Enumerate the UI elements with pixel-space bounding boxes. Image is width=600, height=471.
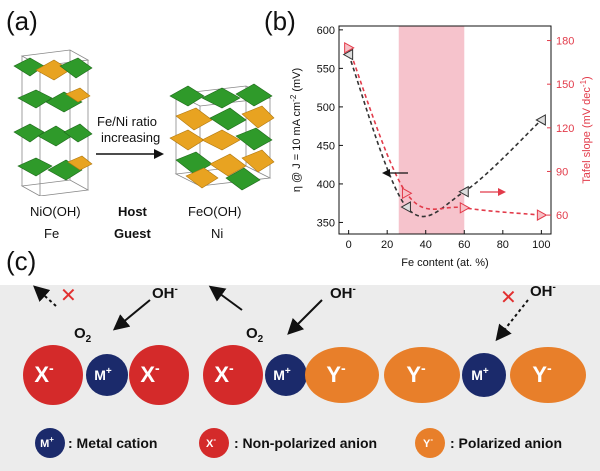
panel-a-label: (a) bbox=[6, 6, 38, 36]
y-anion-label-3: Y- bbox=[532, 360, 552, 387]
legend-nonpolar-symbol: X- bbox=[206, 435, 216, 450]
right-element: Ni bbox=[211, 226, 224, 241]
y-left-tick-label: 500 bbox=[317, 102, 335, 114]
feooh-crystal-structure bbox=[169, 83, 275, 191]
cross-icon-1: ✕ bbox=[60, 285, 77, 307]
legend-nonpolar-text: : Non-polarized anion bbox=[234, 435, 377, 451]
y-anion-label-2: Y- bbox=[406, 360, 426, 387]
metal-cation-1 bbox=[86, 354, 128, 396]
data-point-left bbox=[535, 114, 546, 126]
o2-release-arrow-1 bbox=[33, 285, 57, 307]
metal-cation-3 bbox=[462, 353, 506, 397]
oh-approach-arrow-1 bbox=[112, 299, 151, 331]
anion-mechanism-diagram: ✕ ✕ O2 OH- O2 OH- OH- X- M+ X- X- M+ Y- … bbox=[23, 282, 586, 458]
y-right-tick-label: 120 bbox=[556, 123, 574, 135]
legend-polar-text: : Polarized anion bbox=[450, 435, 562, 451]
y-left-axis-label: η @ J = 10 mA cm-2 (mV) bbox=[289, 68, 303, 192]
legend-polar-symbol: Y- bbox=[423, 435, 433, 450]
overpotential-tafel-chart: 0 20 40 60 80 100 350 400 450 500 550 600 60 90 120 150… bbox=[289, 25, 593, 269]
left-element: Fe bbox=[44, 226, 60, 241]
m-cation-label-3: M+ bbox=[471, 366, 489, 383]
x-anion-label-1: X- bbox=[34, 360, 54, 387]
y-right-axis-label: Tafel slope (mV dec-1) bbox=[579, 76, 593, 183]
x-tick-label: 80 bbox=[497, 239, 509, 251]
legend-metal-text: : Metal cation bbox=[68, 435, 157, 451]
data-point-right bbox=[401, 187, 413, 200]
x-anion-label-2: X- bbox=[140, 360, 160, 387]
panel-c-label: (c) bbox=[6, 246, 37, 276]
y-anion-label-1: Y- bbox=[326, 360, 346, 387]
metal-cation-2 bbox=[265, 354, 307, 396]
y-right-tick-label: 180 bbox=[556, 36, 574, 48]
y-left-tick-label: 400 bbox=[317, 179, 335, 191]
left-formula: NiO(OH) bbox=[30, 204, 81, 219]
guest-label: Guest bbox=[114, 226, 151, 241]
o2-label-1: O2 bbox=[74, 325, 92, 345]
nonpolar-anion-1 bbox=[23, 345, 83, 405]
plot-frame bbox=[338, 25, 552, 235]
panel-b-label: (b) bbox=[264, 6, 296, 36]
arrow-text-line2: increasing bbox=[101, 130, 161, 145]
y-right-tick-label: 90 bbox=[556, 166, 568, 178]
x-tick-label: 0 bbox=[346, 239, 352, 251]
oh-label-2: OH- bbox=[330, 284, 356, 302]
polar-anion-1 bbox=[305, 347, 379, 403]
y-left-tick-label: 550 bbox=[317, 63, 335, 75]
right-formula: FeO(OH) bbox=[188, 204, 242, 219]
oh-blocked-arrow bbox=[495, 299, 529, 342]
left-axis-arrow-icon bbox=[382, 169, 408, 177]
y-left-tick-label: 350 bbox=[317, 217, 335, 229]
series-line-left bbox=[347, 54, 542, 218]
legend-nonpolar-swatch bbox=[199, 428, 229, 458]
x-tick-label: 100 bbox=[532, 239, 550, 251]
oh-approach-arrow-2 bbox=[287, 299, 323, 335]
x-tick-label: 40 bbox=[420, 239, 432, 251]
cross-icon-2: ✕ bbox=[500, 287, 517, 309]
data-point-right bbox=[536, 209, 548, 221]
m-cation-label-2: M+ bbox=[273, 366, 291, 383]
arrow-text-line1: Fe/Ni ratio bbox=[97, 114, 157, 129]
data-point-left bbox=[400, 201, 411, 213]
data-point-right bbox=[459, 201, 471, 214]
x-tick-label: 60 bbox=[458, 239, 470, 251]
nonpolar-anion-2 bbox=[129, 345, 189, 405]
y-left-tick-label: 600 bbox=[317, 25, 335, 37]
x-anion-label-3: X- bbox=[214, 360, 234, 387]
x-tick-label: 20 bbox=[381, 239, 393, 251]
series-line-right bbox=[347, 47, 542, 216]
polar-anion-3 bbox=[510, 347, 586, 403]
oh-label-1: OH- bbox=[152, 284, 178, 302]
legend-polar-swatch bbox=[415, 428, 445, 458]
nioh-crystal-structure bbox=[13, 49, 93, 196]
data-point-left bbox=[458, 185, 469, 198]
y-left-tick-label: 450 bbox=[317, 140, 335, 152]
data-point-right bbox=[344, 41, 355, 54]
legend-metal-symbol: M+ bbox=[40, 435, 54, 450]
o2-label-2: O2 bbox=[246, 325, 264, 345]
right-axis-arrow-icon bbox=[480, 188, 506, 196]
y-right-tick-label: 150 bbox=[556, 79, 574, 91]
legend-metal-swatch bbox=[35, 428, 65, 458]
transition-arrow-icon bbox=[96, 149, 164, 159]
x-axis-label: Fe content (at. %) bbox=[401, 257, 488, 269]
y-right-tick-label: 60 bbox=[556, 210, 568, 222]
host-label: Host bbox=[118, 204, 147, 219]
m-cation-label-1: M+ bbox=[94, 366, 112, 383]
polar-anion-2 bbox=[384, 347, 460, 403]
o2-release-arrow-2 bbox=[208, 285, 243, 311]
nonpolar-anion-3 bbox=[203, 345, 263, 405]
oh-label-3: OH- bbox=[530, 282, 556, 300]
data-point-left bbox=[342, 48, 354, 61]
